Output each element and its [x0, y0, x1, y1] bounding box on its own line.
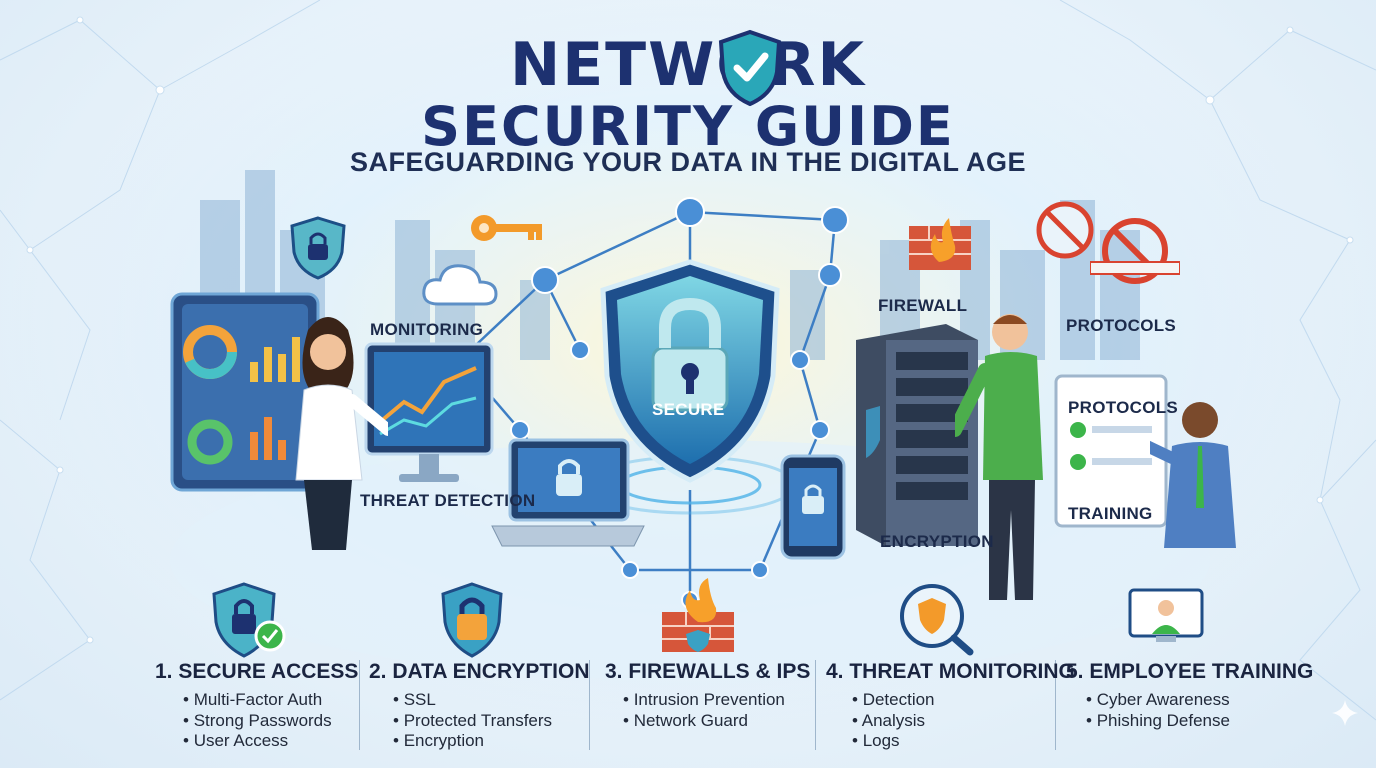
section-data-encryption: 2. DATA ENCRYPTION SSL Protected Transfe…	[369, 660, 619, 752]
blocked-bug-icon	[1036, 201, 1094, 259]
section-firewalls-ips: 3. FIREWALLS & IPS Intrusion Prevention …	[605, 660, 855, 731]
section-title: 4. THREAT MONITORING	[826, 660, 1075, 683]
title-line-1: NETWORK	[509, 30, 866, 100]
secure-label: SECURE	[652, 400, 725, 419]
list-item: User Access	[183, 731, 405, 752]
radar-magnifier-icon	[900, 584, 974, 656]
server-rack-icon	[856, 324, 978, 546]
firewall-icon	[662, 578, 734, 652]
list-item: Network Guard	[623, 711, 855, 732]
list-item: Logs	[852, 731, 1076, 752]
padlock-icon	[441, 582, 503, 658]
section-title: 2. DATA ENCRYPTION	[369, 660, 590, 683]
protocols-label: PROTOCOLS	[1066, 316, 1177, 335]
firewall-small-icon	[909, 218, 971, 270]
section-employee-training: 5. EMPLOYEE TRAINING Cyber Awareness Phi…	[1066, 660, 1316, 731]
cloud-icon	[422, 264, 498, 306]
key-icon	[471, 215, 542, 241]
subtitle: SAFEGUARDING YOUR DATA IN THE DIGITAL AG…	[349, 147, 1026, 177]
man-technician-figure	[955, 314, 1043, 600]
woman-analyst-figure	[295, 317, 388, 550]
list-item: Analysis	[852, 711, 1076, 732]
list-item: Strong Passwords	[183, 711, 405, 732]
list-item: Detection	[852, 690, 1076, 711]
central-shield-icon	[600, 259, 780, 483]
list-item: Intrusion Prevention	[623, 690, 855, 711]
shield-lock-icon	[212, 582, 286, 658]
sparkle-icon	[1332, 700, 1358, 726]
protocols-board-label: PROTOCOLS	[1068, 398, 1179, 417]
list-item: Phishing Defense	[1086, 711, 1316, 732]
section-title: 5. EMPLOYEE TRAINING	[1066, 660, 1314, 683]
shield-lock-small-icon	[290, 216, 346, 280]
encryption-label: ENCRYPTION	[880, 532, 994, 551]
section-secure-access: 1. SECURE ACCESS Multi-Factor Auth Stron…	[155, 660, 405, 752]
section-title: 1. SECURE ACCESS	[155, 660, 359, 683]
list-item: Cyber Awareness	[1086, 690, 1316, 711]
title-shield-check-icon	[718, 29, 782, 107]
protocols-board-icon	[1054, 374, 1168, 528]
phone-lock-icon	[780, 454, 846, 560]
monitor-chart-icon	[364, 342, 494, 482]
section-threat-monitoring: 4. THREAT MONITORING Detection Analysis …	[826, 660, 1076, 752]
firewall-label: FIREWALL	[878, 296, 968, 315]
list-item: Multi-Factor Auth	[183, 690, 405, 711]
monitoring-label: MONITORING	[370, 320, 484, 339]
list-item: Protected Transfers	[393, 711, 619, 732]
list-item: Encryption	[393, 731, 619, 752]
list-item: SSL	[393, 690, 619, 711]
threat-detection-label: THREAT DETECTION	[360, 491, 536, 510]
training-label: TRAINING	[1068, 504, 1153, 523]
section-title: 3. FIREWALLS & IPS	[605, 660, 811, 683]
title-line-2: SECURITY GUIDE	[421, 95, 955, 158]
video-training-icon	[1128, 588, 1204, 642]
blocked-gate-icon	[1090, 218, 1180, 284]
laptop-lock-icon	[491, 438, 645, 547]
dashboard-panel-icon	[170, 292, 320, 492]
man-trainer-figure	[1150, 402, 1236, 548]
